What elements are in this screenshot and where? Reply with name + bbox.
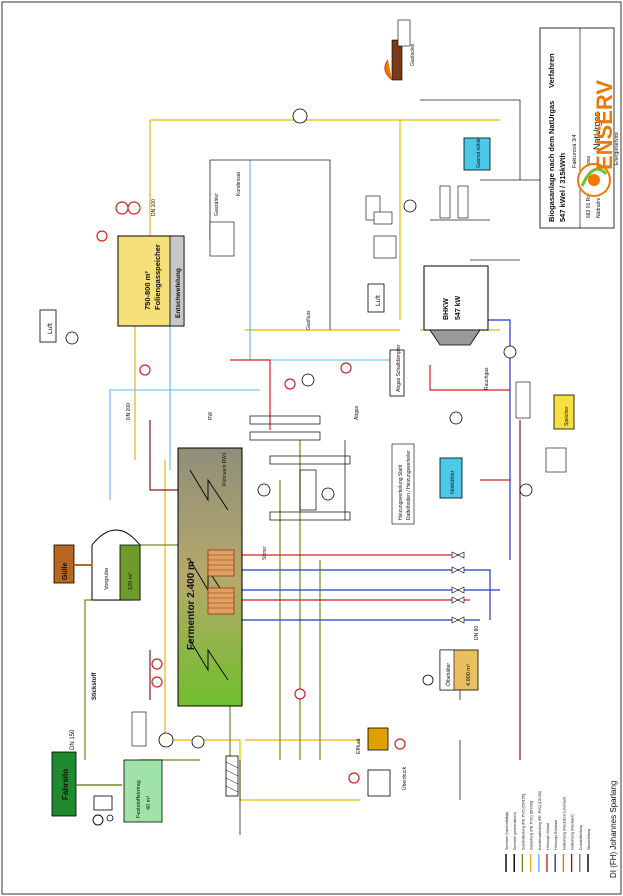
- gas-storage-label: Foliengasspeicher: [153, 244, 162, 310]
- guelle-source: Gülle: [53, 544, 92, 584]
- heating-storage-label: Speicher: [564, 406, 570, 426]
- legend-label: Schieber (hand betätigt): [505, 812, 509, 850]
- oil-tank-volume: 4.800 m³: [466, 664, 472, 686]
- title-power: 547 kWel / 315kWth: [558, 153, 567, 222]
- solid-feeder-label: Feststoffeintrag: [136, 780, 142, 818]
- fermenter-tank: Fermentor 2.400 m³ Rührwerk RW1: [177, 447, 243, 707]
- safety-valve-markers: [96, 201, 406, 784]
- dn80-label: DN 80: [474, 626, 480, 640]
- solid-feeder: Feststoffeintrag 40 m³: [92, 759, 163, 826]
- heating-storage: Speicher: [553, 394, 575, 430]
- fermenter-stirrer-label: Rührwerk RW1: [222, 452, 228, 486]
- chp-power: 547 kW: [455, 295, 462, 320]
- legend-label: Kondensatleitung (PE, PVC) [DN 50]: [538, 791, 542, 850]
- pre-pit-label: Vorgrube: [104, 568, 110, 590]
- title-block: Biogasanlage nach dem NatUrgas Verfahren…: [539, 27, 620, 229]
- chp-label: BHKW: [443, 298, 450, 320]
- solid-feeder-volume: 40 m³: [146, 796, 152, 810]
- pressure-label: Überdruck: [401, 766, 408, 790]
- pipe-labels: Stickstoff Abgas Kondensat DN 100 DN 200…: [92, 171, 490, 700]
- exhaust-silencer: Abgas Schalldämpfer: [389, 344, 405, 397]
- rw-label: RW: [208, 411, 214, 420]
- stirrer-label: Stirrer: [262, 546, 268, 560]
- brand-logo: ENSERV: [592, 80, 617, 170]
- condensate-label: Kondensat: [236, 171, 242, 196]
- legend-label: Heizungs Vorlauf: [546, 823, 550, 850]
- emergency-cooler: Notkühler: [439, 457, 463, 499]
- naturgas-logo: [577, 163, 611, 197]
- legend-label: Gasleitung (PE, PVC) [DN100]: [530, 801, 534, 850]
- gas-pipe-dn-2: DN 200: [126, 403, 132, 420]
- gas-flare: Gasfackel: [384, 39, 416, 81]
- title-text: Biogasanlage nach dem NatUrgas: [547, 101, 556, 222]
- fahrsilo: Fahrsilo DN 150: [51, 729, 122, 817]
- stickstoff-label: Stickstoff: [92, 672, 98, 700]
- emergency-cooler-label: Notkühler: [450, 470, 456, 494]
- desulph-label: Entschwefelung: [175, 268, 182, 318]
- tractor-icon: [92, 795, 114, 826]
- oil-tank: 4.800 m³ Ölbehälter: [439, 649, 479, 691]
- oil-tank-label: Ölbehälter: [445, 663, 452, 686]
- legend-label: Notkühlung (Rückstrom) (Vorlauf): [562, 797, 566, 850]
- pre-pit: Vorgrube 120 m³: [91, 529, 141, 601]
- legend-label: Notkühlung (Rücklauf): [571, 814, 575, 850]
- address-line-1: Fakturová 3/4: [572, 134, 578, 168]
- gas-meter-label: Gaszähler: [214, 193, 220, 216]
- pressure-vessel: Überdruck: [367, 766, 408, 797]
- heating-valves: [451, 551, 465, 624]
- silage-pipe-label: DN 150: [70, 729, 76, 750]
- heat-dist-label: Heizungsverteilung Stahl: [398, 465, 404, 520]
- legend-label: Steuerleitung: [587, 829, 591, 850]
- gas-cooler: Gasnot kühler: [463, 137, 491, 171]
- fahrsilo-label: Fahrsilo: [61, 769, 70, 800]
- instrument-boxes: [131, 19, 567, 747]
- gas-flow-label: Gasfluss: [306, 310, 312, 330]
- gas-cooler-label: Gasnot kühler: [476, 137, 482, 168]
- flare-label: Gasfackel: [410, 44, 416, 66]
- author-label: DI (FH) Johannes Sparlang: [609, 781, 618, 878]
- chp-unit: BHKW 547 kW: [423, 265, 489, 346]
- legend-label: Heizungs Rücklauf: [554, 820, 558, 850]
- abgas-label: Abgas: [354, 405, 360, 420]
- manifold-cluster: [249, 415, 351, 521]
- gas-storage-tank: 750-800 m³ Foliengasspeicher Entschwefel…: [117, 235, 185, 327]
- air-box-2: Luft: [367, 283, 385, 313]
- fermenter-heating-coils: [207, 549, 235, 615]
- legend-label: Schieber (pneumatisch): [513, 812, 517, 850]
- title-method: Verfahren: [547, 53, 556, 88]
- heat-distribution: Heizungsverteilung Stahl Dattelboden / H…: [391, 443, 415, 525]
- heat-dist-sub: Dattelboden / Heizungsverteiler: [406, 450, 412, 520]
- effluent-tank: Effluat: [356, 727, 389, 754]
- air-label-1: Luft: [47, 323, 54, 334]
- legend: Schieber (hand betätigt) Schieber (pneuma…: [505, 791, 591, 872]
- gas-storage-volume: 750-800 m³: [143, 271, 152, 310]
- naturgas-label: NatUrgas: [592, 111, 602, 150]
- pre-pit-volume: 120 m³: [128, 573, 134, 590]
- exhaust-silencer-label: Abgas Schalldämpfer: [396, 344, 402, 392]
- flue-gas-label: Rauchgas: [484, 367, 490, 390]
- air-label-2: Luft: [375, 295, 382, 306]
- brand-subtitle: Energieservice: [614, 132, 620, 165]
- control-lines: [209, 99, 540, 835]
- guelle-label: Gülle: [62, 562, 69, 580]
- air-box-1: Luft: [39, 309, 57, 343]
- legend-label: Druckluftleitung: [579, 825, 583, 850]
- pump-symbols: [65, 108, 533, 749]
- address-line-2: Nádražní č. 1: [596, 188, 602, 218]
- legend-label: Substratleitung (PE, PVC) [DN150]: [521, 794, 525, 850]
- screw-conveyor: [225, 755, 239, 797]
- effluent-label: Effluat: [356, 738, 362, 754]
- gas-pipe-dn: DN 100: [151, 199, 157, 216]
- heating-supply-pipes: [230, 359, 510, 601]
- fermenter-label: Fermentor 2.400 m³: [186, 557, 197, 650]
